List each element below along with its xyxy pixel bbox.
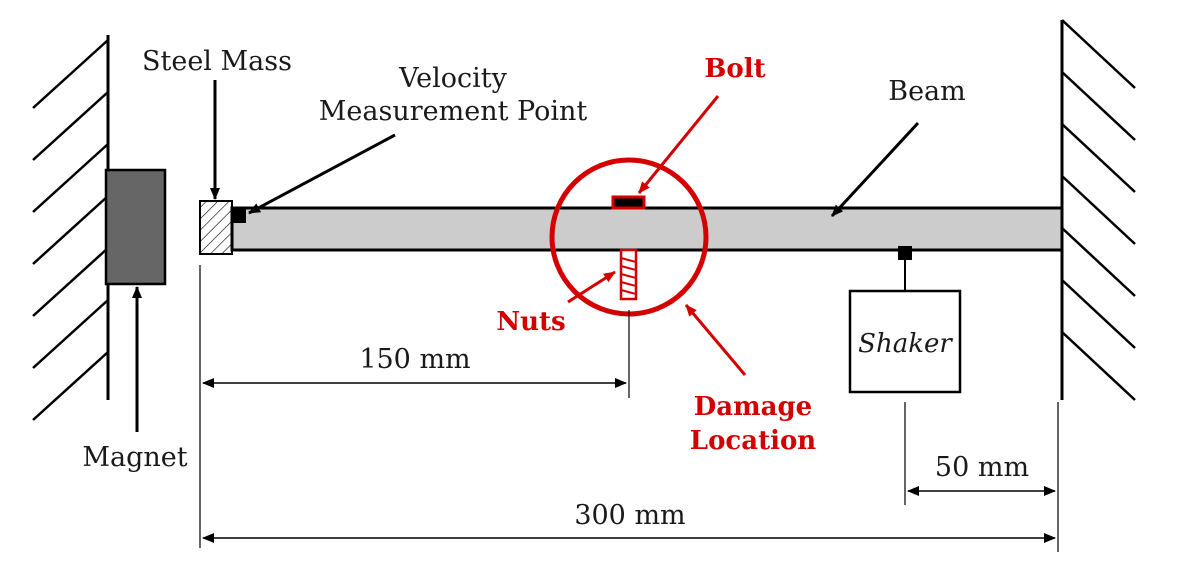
beam (230, 206, 1064, 252)
bolt-head (611, 195, 646, 210)
bolt-label: Bolt (704, 54, 765, 84)
shaker-sensor (898, 246, 912, 260)
dim-label-50: 50 mm (935, 452, 1029, 483)
nuts (619, 248, 638, 301)
shaker-box (848, 289, 962, 394)
dim-label-150: 150 mm (359, 344, 470, 375)
bolt-arrow (637, 95, 720, 194)
velocity-label-line2: Measurement Point (319, 96, 588, 127)
damage-arrow (684, 304, 747, 376)
nuts-label: Nuts (496, 307, 565, 337)
right-wall (1060, 19, 1136, 401)
beam-label: Beam (888, 76, 966, 107)
steel-mass (199, 200, 233, 255)
velocity-sensor (232, 209, 246, 223)
dim-label-300: 300 mm (574, 500, 685, 531)
shaker-label: Shaker (858, 329, 953, 359)
steel-mass-label: Steel Mass (142, 46, 292, 77)
nuts-arrow (567, 270, 616, 304)
left-wall (32, 35, 110, 421)
extension-lines (199, 265, 1059, 552)
damage-label-line1: Damage (694, 392, 812, 422)
magnet-block (104, 168, 167, 286)
damage-label-line2: Location (690, 426, 817, 456)
beam-arrow (830, 121, 920, 218)
velocity-arrow (248, 133, 396, 215)
velocity-label-line1: Velocity (398, 63, 507, 94)
magnet-label: Magnet (82, 442, 187, 473)
